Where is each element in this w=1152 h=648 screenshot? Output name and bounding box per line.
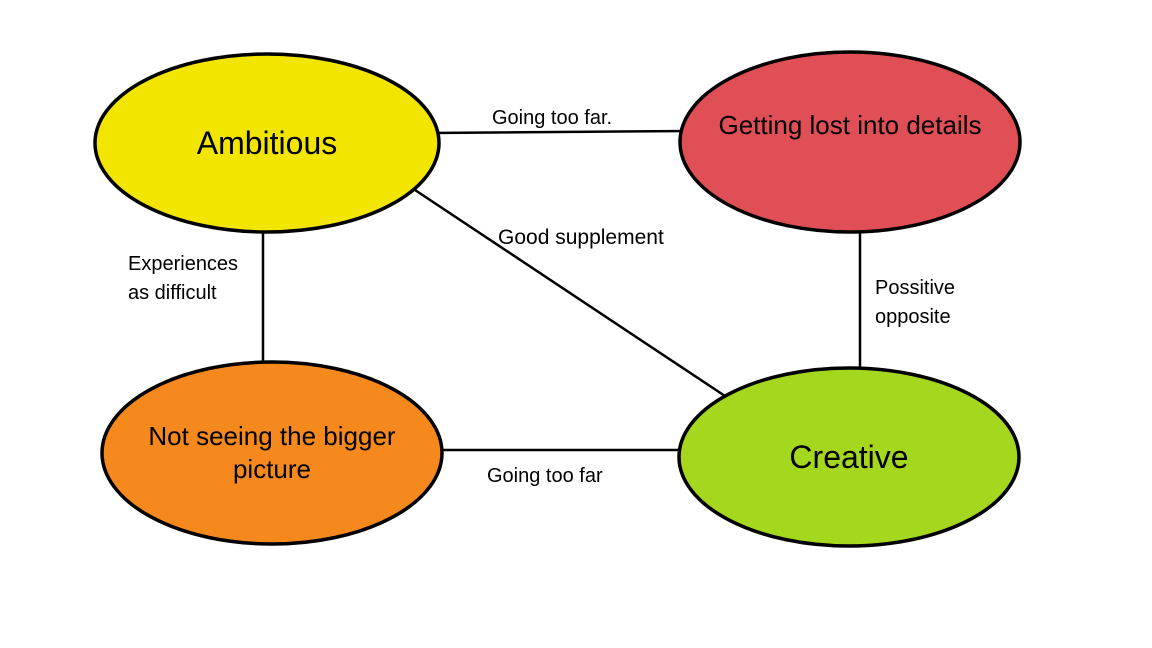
node-details-label: Getting lost into details bbox=[718, 109, 982, 140]
node-creative-shape bbox=[677, 366, 1021, 548]
edge-label-experiences-as-difficult: Experiences as difficult bbox=[128, 253, 239, 304]
node-ambitious-label: Ambitious bbox=[196, 125, 338, 161]
node-details-shape bbox=[678, 50, 1022, 234]
edge-label-going-too-far-top: Going too far. bbox=[492, 107, 613, 129]
edge-label-going-too-far-bottom: Going too far bbox=[487, 465, 603, 487]
node-ambitious-shape bbox=[93, 52, 441, 234]
edge-label-good-supplement: Good supplement bbox=[498, 226, 664, 249]
edge-label-possitive-opposite: Possitive opposite bbox=[875, 277, 956, 328]
node-bigger-picture-shape bbox=[100, 360, 444, 546]
edge-ambitious-creative bbox=[411, 186, 729, 400]
node-creative-label: Creative bbox=[789, 439, 909, 475]
node-bigger-picture-label: Not seeing the bigger picture bbox=[148, 421, 396, 484]
edge-ambitious-details bbox=[429, 129, 691, 135]
